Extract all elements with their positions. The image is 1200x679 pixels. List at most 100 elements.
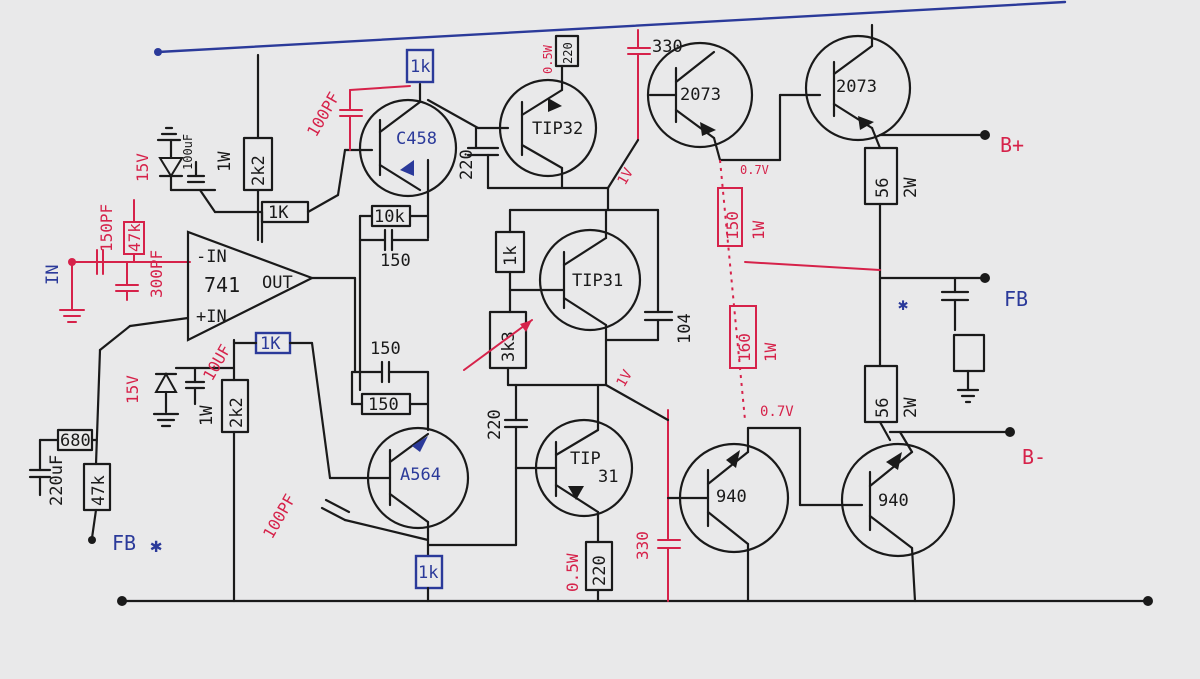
r-160-red-label: 160: [735, 333, 754, 362]
fb-right-label: FB: [1004, 287, 1028, 311]
cap-104: [643, 310, 674, 342]
2073-b-emitter-arrow: [858, 116, 874, 130]
w-1w-bot-label: 1W: [197, 405, 217, 426]
opamp-plus-label: +IN: [196, 307, 227, 327]
c-104-label: 104: [675, 313, 695, 344]
r-2k2-b-label: 2k2: [227, 397, 247, 428]
positive-rail: [156, 0, 1067, 54]
c-100uf-bot-label: 10UF: [199, 341, 235, 384]
bplus-label: B+: [1000, 133, 1024, 157]
input-label: IN: [43, 265, 63, 285]
940-b-emitter-arrow: [886, 452, 902, 470]
mid-220-capacitor: [503, 383, 529, 470]
top-220-resistor: [554, 34, 580, 68]
c-100pf-bot-label: 100PF: [259, 491, 300, 542]
q5-label: TIP31: [572, 271, 623, 291]
bottom-zener-ground: [152, 412, 180, 428]
tip31-bottom-emitter-arrow: [568, 486, 584, 500]
input-150pf-capacitor: [96, 249, 104, 275]
w-05-bot-label: 0.5W: [563, 553, 582, 592]
transistor-tip32: [498, 78, 598, 178]
c-330-top-label: 330: [652, 37, 683, 57]
r-1k-mid-label: 1K: [268, 203, 289, 223]
input-ground-symbol: [59, 309, 85, 323]
fb-left-star-icon: ✱: [150, 533, 162, 557]
low-150-capacitor: [350, 360, 430, 384]
top-zener-ground: [156, 126, 182, 142]
r-56-bot-label: 56: [873, 398, 893, 418]
pot-arrow: [463, 319, 533, 371]
input-300pf-capacitor: [115, 261, 139, 301]
r-1k-opm-label: 1K: [260, 334, 281, 354]
ground-rail-right-node: [1143, 596, 1153, 606]
940-a-emitter-arrow: [726, 450, 740, 468]
capacitor-220uf: [28, 438, 60, 497]
r-1k-top-label: 1k: [410, 57, 430, 77]
r-10k-label: 10k: [374, 207, 405, 227]
c-100pf-top-label: 100PF: [303, 89, 344, 140]
r-1k-bot-label: 1k: [418, 563, 438, 583]
transistor-tip31-driver: [538, 228, 642, 332]
r-150-red-label: 150: [723, 211, 742, 240]
v-1v-mid-label: 1V: [614, 367, 637, 390]
r-220-bot-label: 220: [590, 555, 610, 586]
r-680-label: 680: [60, 431, 91, 451]
opamp-minus-label: -IN: [196, 247, 227, 267]
bminus-label: B-: [1022, 445, 1046, 469]
q8-label: 940: [716, 487, 747, 507]
2073-a-emitter-arrow: [700, 122, 716, 136]
r-2k2-a-label: 2k2: [249, 155, 269, 186]
fb-150-capacitor: [358, 228, 430, 252]
c-100uf-top-label: 100uF: [181, 134, 195, 170]
bottom-100pf-capacitor: [320, 498, 351, 522]
a564-emitter-arrow: [412, 436, 428, 452]
r-47k-in-label: 47k: [125, 223, 144, 252]
r-220-top-label: 220: [561, 42, 575, 64]
q7-label: A564: [400, 465, 441, 485]
c-300pf-label: 300PF: [147, 250, 166, 298]
bplus-terminal: [980, 130, 990, 140]
v-15-bot-label: 15V: [123, 375, 142, 404]
q9-label: 940: [878, 491, 909, 511]
fb-right-terminal: [980, 273, 990, 283]
mid-220-capacitor-top: [466, 126, 500, 190]
q2-label: TIP32: [532, 119, 583, 139]
q3-label: 2073: [680, 85, 721, 105]
bottom-zener-diode: [154, 371, 178, 393]
r-3k3-label: 3k3: [499, 331, 519, 362]
top-100uf-capacitor: [186, 160, 206, 184]
top-1k-resistor: [405, 48, 435, 84]
c-220uf-label: 220uF: [47, 455, 67, 506]
c-150-fb-label: 150: [380, 251, 411, 271]
fb-right-star-icon: ✱: [898, 295, 908, 315]
q6a-label: TIP: [570, 449, 601, 469]
r-150-low-label: 150: [368, 395, 399, 415]
red-160-resistor: [729, 305, 757, 369]
transistor-940-b: [840, 442, 956, 558]
r-1k-left-label: 1k: [501, 246, 521, 266]
w-1w-150-label: 1W: [749, 220, 768, 240]
v-07-label: 0.7V: [760, 404, 794, 420]
r-56-top-label: 56: [873, 178, 893, 198]
bottom-330-capacitor: [657, 409, 681, 602]
w-2w-bot-label: 2W: [901, 397, 921, 418]
q4-label: 2073: [836, 77, 877, 97]
w-05-top-label: 0.5W: [541, 44, 555, 74]
top-100pf-capacitor: [339, 85, 411, 151]
zobel-network: [940, 276, 986, 404]
top-330-capacitor: [627, 29, 651, 141]
c458-emitter-arrow: [400, 160, 414, 176]
opamp-741-triangle: [186, 230, 315, 342]
v-067-label: 0.7V: [740, 163, 769, 177]
v-1v-top-label: 1V: [615, 165, 638, 188]
fb-left-terminal: [88, 536, 96, 544]
c-150pf-in-label: 150PF: [97, 204, 116, 252]
ground-rail-left-node: [117, 596, 127, 606]
r-47k-fb-label: 47k: [89, 475, 109, 506]
opamp-out-label: OUT: [262, 273, 293, 293]
top-zener-diode: [158, 157, 184, 178]
w-1w-top-label: 1W: [215, 151, 235, 172]
q6b-label: 31: [598, 467, 618, 487]
